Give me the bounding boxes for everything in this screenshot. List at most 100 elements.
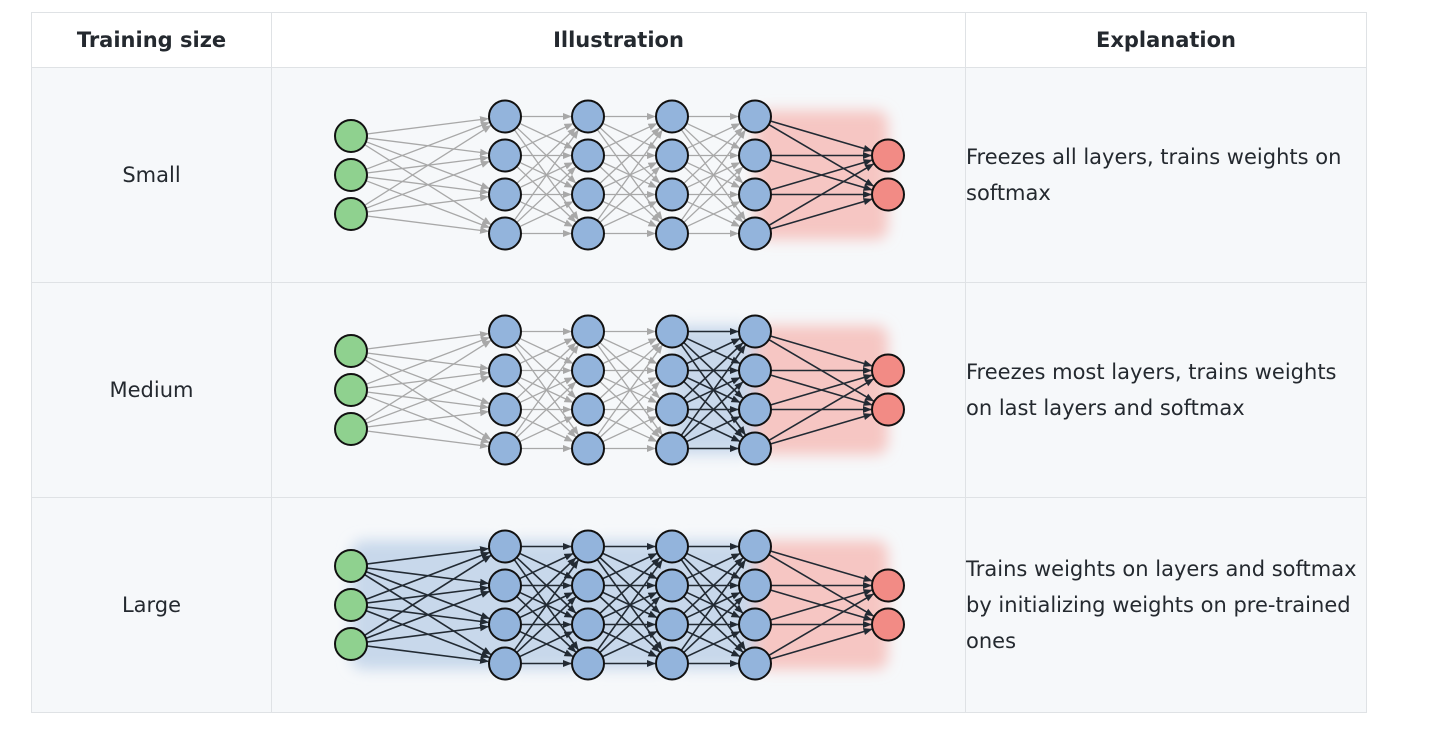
connection-edge [596,129,663,221]
hidden-node [571,529,605,564]
connection-edge [365,551,490,601]
hidden-node [655,314,689,349]
connection-edge [519,201,574,228]
explanation-text: Freezes most layers, trains weights on l… [966,360,1337,420]
connection-edge [366,116,490,135]
connection-edge [683,342,744,400]
hidden-node [738,138,772,173]
hidden-node [488,353,522,388]
connection-edge [516,557,577,615]
hidden-node [571,177,605,212]
hidden-node [488,646,522,681]
hidden-node [655,138,689,173]
hidden-node [655,431,689,466]
output-node [871,138,905,173]
explanation-cell: Freezes most layers, trains weights on l… [965,282,1367,498]
hidden-node [655,646,689,681]
hidden-node [488,607,522,642]
connection-edge [686,201,741,228]
connection-edge [602,416,658,443]
hidden-node [655,99,689,134]
hidden-node [488,314,522,349]
connection-edge [768,378,875,442]
nodes [334,314,905,466]
connection-edge [768,163,875,227]
hidden-node [488,138,522,173]
header-explanation: Explanation [965,12,1367,68]
connection-edge [366,624,490,643]
connection-edge [683,166,744,224]
illustration-cell [271,497,966,713]
output-node [871,177,905,212]
hidden-node [738,99,772,134]
connection-edge [770,198,873,230]
explanation-cell: Freezes all layers, trains weights on so… [965,67,1367,283]
input-node [334,412,368,446]
hidden-node [738,607,772,642]
connection-edge [519,123,574,150]
connection-edge [602,552,658,580]
transfer-learning-table: Training size Illustration Explanation S… [31,12,1367,713]
hidden-node [655,392,689,427]
hidden-node [488,216,522,251]
connection-edge [519,416,574,443]
input-node [334,197,368,231]
training-size-cell: Small [31,67,272,283]
connection-edge [516,127,577,185]
connection-edge [602,123,658,150]
connection-edge [768,593,875,657]
connection-edge [599,166,661,224]
connection-edge [366,546,490,565]
hidden-node [655,177,689,212]
connections [364,112,875,238]
connection-edge [599,557,661,615]
hidden-node [655,529,689,564]
connection-edge [680,129,746,221]
connection-edge [599,127,661,185]
hidden-node [738,568,772,603]
header-training-size: Training size [31,12,272,68]
connection-edge [683,596,744,654]
connection-edge [770,159,873,191]
output-node [871,353,905,388]
hidden-node [738,314,772,349]
hidden-node [488,568,522,603]
connection-edge [770,550,873,582]
table-row: Large Trains weights on layers and softm… [31,497,1367,713]
connection-edge [366,430,490,449]
input-node [334,334,368,368]
connection-edge [365,375,490,424]
connection-edge [686,553,741,580]
header-row: Training size Illustration Explanation [31,12,1367,68]
output-node [871,568,905,603]
connection-edge [519,338,574,365]
training-size-cell: Medium [31,282,272,498]
connection-edge [686,416,741,443]
explanation-text: Freezes all layers, trains weights on so… [966,145,1342,205]
hidden-node [738,392,772,427]
hidden-node [738,177,772,212]
connection-edge [602,630,658,658]
network-diagram-large [334,529,905,681]
network-diagram-small [334,99,905,251]
connection-edge [513,344,579,436]
hidden-node [571,431,605,466]
connection-edge [365,160,490,209]
hidden-node [488,177,522,212]
hidden-node [571,216,605,251]
input-node [334,627,368,661]
input-node [334,588,368,622]
hidden-node [655,216,689,251]
table-row: Small Freezes all layers, trains weights… [31,67,1367,283]
connection-edge [770,628,873,660]
hidden-node [488,392,522,427]
input-node [334,373,368,407]
connection-edge [770,120,873,152]
network-diagram-medium [334,314,905,466]
connection-edge [602,338,658,365]
connection-edge [519,631,574,658]
connection-edge [513,129,579,221]
connection-edge [516,166,577,224]
connection-edge [599,381,661,439]
hidden-node [488,529,522,564]
